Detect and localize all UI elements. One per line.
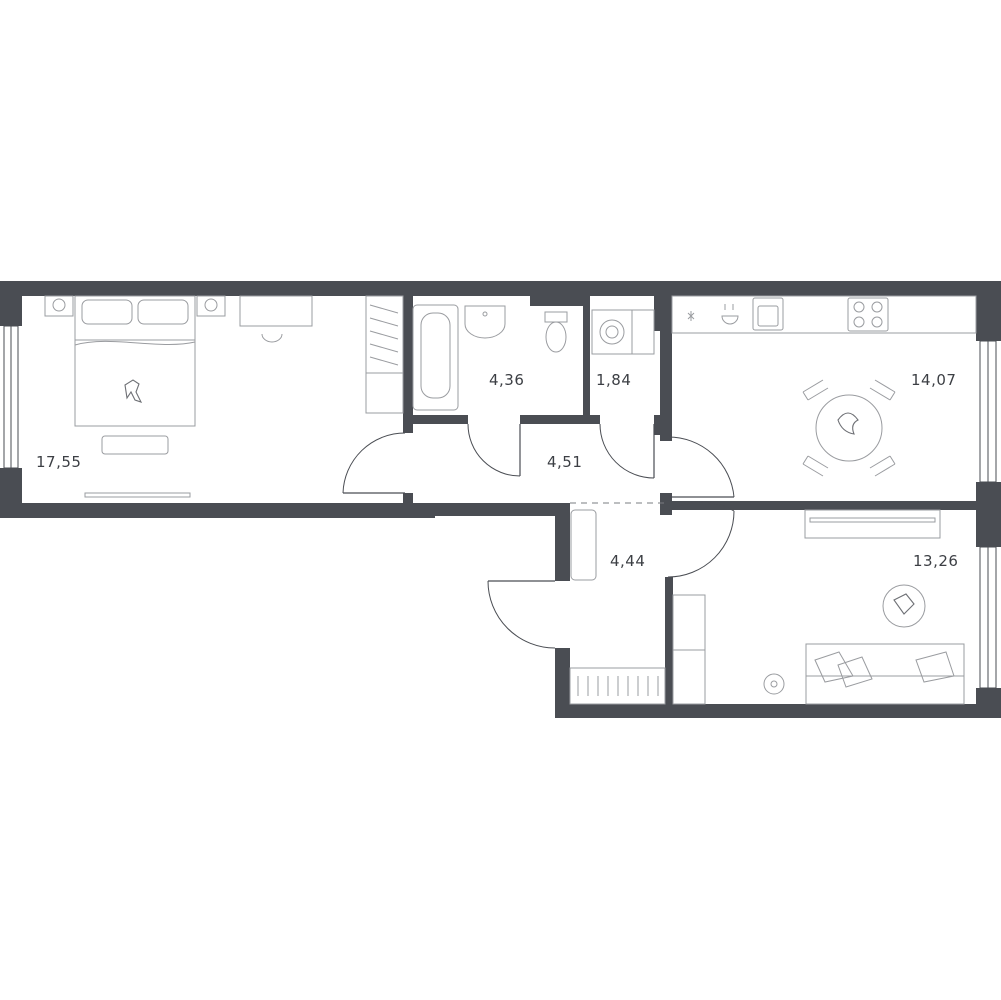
- faucet-icon: [721, 304, 739, 325]
- sofa-icon: [805, 643, 965, 705]
- round-table-icon: [882, 584, 926, 628]
- bedroom-area-label: 17,55: [36, 453, 81, 471]
- dining-table-icon: [802, 379, 896, 477]
- bathroom-area-label: 4,36: [489, 371, 524, 389]
- walls: [0, 281, 1001, 718]
- living-furniture: [672, 509, 965, 705]
- bathroom-furniture: [412, 304, 568, 411]
- laundry-area-label: 1,84: [596, 371, 631, 389]
- washing-machine-icon: [591, 309, 633, 355]
- hallway-area-label: 4,44: [610, 552, 645, 570]
- bedroom-furniture: [44, 295, 404, 498]
- kitchen-area-label: 14,07: [911, 371, 956, 389]
- bathtub-icon: [412, 304, 459, 411]
- area-labels: 17,55 4,36 1,84 4,51 4,44 14,07 13,26: [36, 371, 958, 570]
- stove-icon: [847, 297, 889, 332]
- kitchen-furniture: [671, 295, 977, 477]
- corridor-area-label: 4,51: [547, 453, 582, 471]
- double-bed-icon: [74, 295, 196, 427]
- windows: [3, 325, 997, 689]
- laundry-furniture: [591, 309, 655, 355]
- living-room-area-label: 13,26: [913, 552, 958, 570]
- toilet-icon: [544, 311, 568, 353]
- sink-icon: [752, 297, 784, 331]
- doors: [342, 423, 735, 649]
- hallway-furniture: [569, 509, 666, 705]
